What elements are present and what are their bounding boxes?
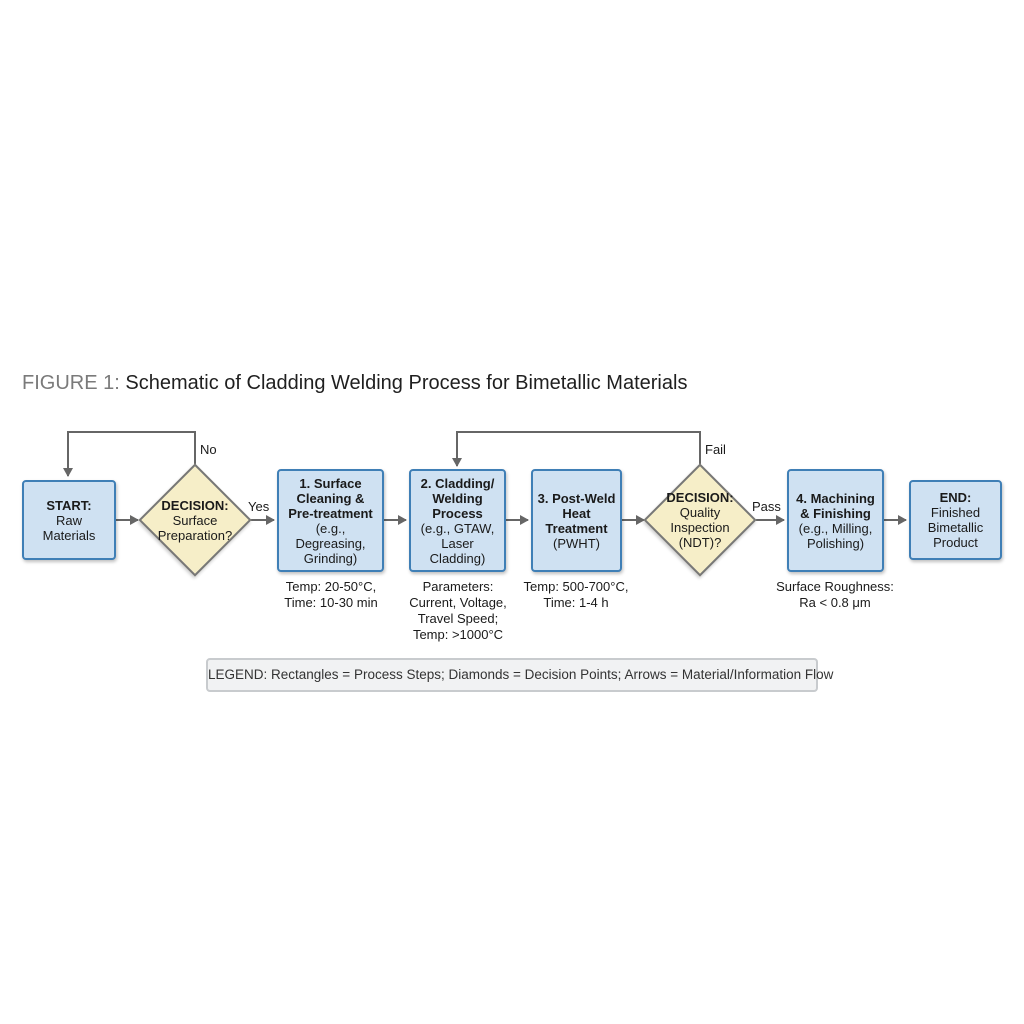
step2-text: (e.g., GTAW, Laser Cladding) <box>420 520 495 566</box>
decision-prep-bold: DECISION: <box>161 497 229 513</box>
end-node-bold: END: <box>939 490 972 505</box>
start-node-text: Raw Materials <box>42 512 96 543</box>
step4-machining-finishing: 4. Machining & Finishing (e.g., Milling,… <box>787 469 884 572</box>
edge-label-yes: Yes <box>248 499 270 514</box>
step2-cladding-welding: 2. Cladding/ Welding Process (e.g., GTAW… <box>409 469 506 572</box>
step1-surface-cleaning: 1. Surface Cleaning & Pre-treatment (e.g… <box>277 469 384 572</box>
figure-label: FIGURE 1: <box>22 372 120 394</box>
arrow-no-loop <box>63 431 196 477</box>
step3-bold: 3. Post-Weld Heat Treatment <box>537 490 616 536</box>
decision-qc-text: Quality Inspection (NDT)? <box>670 505 730 550</box>
step3-note: Temp: 500-700°C, Time: 1-4 h <box>523 579 629 610</box>
edge-label-pass: Pass <box>752 499 781 514</box>
step4-note: Surface Roughness: Ra < 0.8 μm <box>776 579 894 610</box>
decision-prep-text: Surface Preparation? <box>157 512 233 543</box>
start-node: START: Raw Materials <box>22 480 116 560</box>
step3-text: (PWHT) <box>553 535 600 551</box>
decision-qc-bold: DECISION: <box>666 490 734 505</box>
start-node-bold: START: <box>46 497 92 513</box>
step1-note: Temp: 20-50°C, Time: 10-30 min <box>284 579 378 610</box>
end-node: END: Finished Bimetallic Product <box>909 480 1002 560</box>
step4-bold: 4. Machining & Finishing <box>796 490 875 521</box>
figure-title-text: Schematic of Cladding Welding Process fo… <box>125 372 688 394</box>
decision-surface-preparation: DECISION: Surface Preparation? <box>140 480 250 560</box>
end-node-text: Finished Bimetallic Product <box>927 505 984 550</box>
step2-bold: 2. Cladding/ Welding Process <box>420 475 495 521</box>
figure-title: FIGURE 1: Schematic of Cladding Welding … <box>22 372 687 395</box>
decision-quality-inspection: DECISION: Quality Inspection (NDT)? <box>646 480 754 560</box>
edge-label-no: No <box>200 442 217 457</box>
step3-post-weld-heat-treatment: 3. Post-Weld Heat Treatment (PWHT) <box>531 469 622 572</box>
legend: LEGEND: Rectangles = Process Steps; Diam… <box>206 658 833 692</box>
step2-note: Parameters: Current, Voltage, Travel Spe… <box>409 579 507 642</box>
step4-text: (e.g., Milling, Polishing) <box>798 520 873 551</box>
edge-label-fail: Fail <box>705 442 726 457</box>
step1-text: (e.g., Degreasing, Grinding) <box>295 520 366 566</box>
step1-bold: 1. Surface Cleaning & Pre-treatment <box>288 475 373 521</box>
arrow-fail-loop <box>452 431 701 467</box>
